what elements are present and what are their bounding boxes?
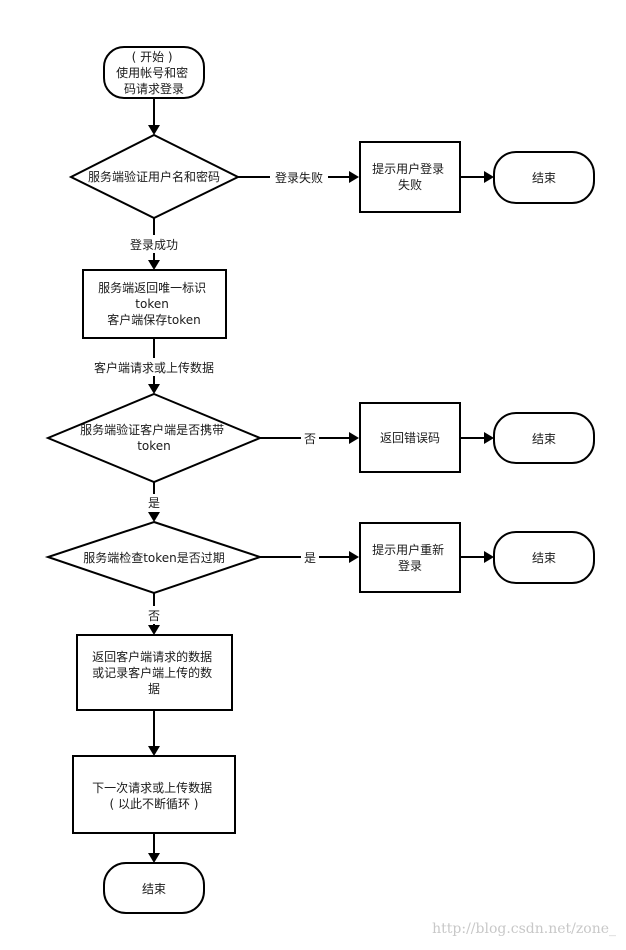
next-request-box	[72, 755, 236, 834]
edge-label-has-token: 是	[148, 496, 160, 510]
edge-label-no-token: 否	[304, 432, 316, 446]
arrowhead	[148, 746, 160, 756]
arrowhead	[148, 384, 160, 394]
check-credentials-decision	[68, 133, 241, 220]
arrowhead	[484, 432, 494, 444]
return-token-label: 服务端返回唯一标识 token 客户端保存token	[98, 280, 210, 327]
arrowhead	[349, 432, 359, 444]
arrowhead	[349, 171, 359, 183]
check-token-expired-label: 服务端检查token是否过期	[83, 550, 225, 565]
check-token-expired-decision	[44, 520, 264, 595]
edge-label-login-failed: 登录失败	[275, 170, 323, 185]
edge-label-login-success: 登录成功	[130, 237, 178, 252]
edge-labels: 登录失败 登录成功 客户端请求或上传数据 否 是 是 否	[88, 168, 328, 624]
start-label: ( 开始 ) 使用帐号和密 码请求登录	[116, 50, 192, 96]
nodes: ( 开始 ) 使用帐号和密 码请求登录 服务端验证用户名和密码 提示用户登录 失…	[44, 46, 595, 914]
end-label-2: 结束	[532, 432, 556, 446]
login-failed-notice-label: 提示用户登录 失败	[372, 161, 448, 192]
watermark: http://blog.csdn.net/zone_	[432, 921, 616, 937]
next-request-label: 下一次请求或上传数据 ( 以此不断循环 )	[92, 780, 216, 811]
end-terminal-3	[493, 531, 595, 584]
end-label-1: 结束	[532, 171, 556, 185]
start-terminal	[103, 46, 205, 99]
login-failed-notice-box	[359, 141, 461, 213]
return-error-code-box	[359, 402, 461, 473]
edge-label-not-expired: 否	[148, 609, 160, 623]
relogin-notice-box	[359, 522, 461, 593]
end-label-3: 结束	[532, 551, 556, 565]
relogin-notice-label: 提示用户重新 登录	[372, 542, 448, 573]
check-token-present-label: 服务端验证客户端是否携带 token	[80, 422, 228, 453]
arrowhead	[484, 551, 494, 563]
end-label-final: 结束	[142, 882, 166, 896]
return-token-box	[82, 269, 227, 339]
check-token-present-decision	[45, 392, 263, 484]
arrowhead	[148, 125, 160, 135]
check-credentials-label: 服务端验证用户名和密码	[88, 169, 220, 184]
arrowhead	[484, 171, 494, 183]
arrowhead	[148, 853, 160, 863]
edge-label-client-request: 客户端请求或上传数据	[94, 360, 214, 375]
return-error-code-label: 返回错误码	[380, 431, 440, 445]
arrowhead	[148, 260, 160, 270]
arrowhead	[148, 625, 160, 635]
end-terminal-final	[103, 862, 205, 914]
arrowhead	[349, 551, 359, 563]
edge-label-expired: 是	[304, 551, 316, 565]
return-data-box	[76, 634, 233, 711]
return-data-label: 返回客户端请求的数据 或记录客户端上传的数 据	[92, 649, 216, 696]
end-terminal-2	[493, 412, 595, 464]
end-terminal-1	[493, 151, 595, 204]
arrowhead	[148, 512, 160, 522]
